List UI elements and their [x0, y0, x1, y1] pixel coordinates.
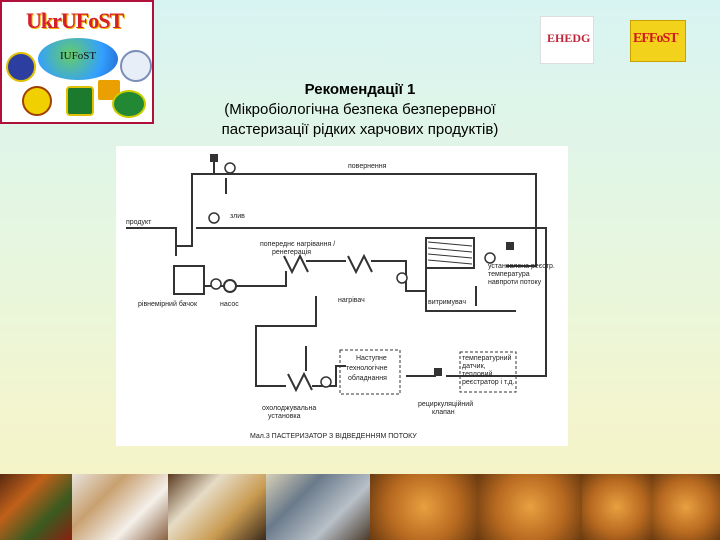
label-pump: насос	[220, 301, 239, 308]
pipework	[126, 160, 547, 387]
label-register: реєстратор і т.д.	[462, 378, 515, 386]
diagram-svg: повернення злив продукт попереднє нагрів…	[126, 154, 555, 440]
register-box	[459, 351, 517, 393]
label-temp: температура	[488, 271, 530, 278]
next-equipment-box	[339, 349, 401, 395]
label-register: датчик,	[462, 363, 486, 370]
label-register: температурний	[462, 354, 512, 362]
ehedg-logo-text: EHEDG	[547, 31, 591, 45]
label-recirc: клапан	[432, 409, 455, 416]
pasteurizer-diagram: повернення злив продукт попереднє нагрів…	[116, 146, 568, 446]
label-drain: злив	[230, 213, 245, 220]
effost-logo: EFFoST	[630, 20, 686, 62]
figure-caption: Мал.3 ПАСТЕРИЗАТОР З ВІДВЕДЕННЯМ ПОТОКУ	[250, 433, 417, 440]
food-photo	[652, 474, 720, 540]
label-next-equipment: технологічне	[346, 364, 388, 372]
food-photo	[478, 474, 582, 540]
holding-coil	[427, 241, 473, 265]
balance-tank	[173, 265, 205, 295]
holding-tube	[425, 237, 475, 269]
pump	[223, 279, 237, 293]
label-holder: витримувач	[428, 299, 466, 306]
label-register: тепловий	[462, 370, 492, 378]
emblem-icon	[22, 86, 52, 116]
regenerator-exchanger	[283, 253, 373, 275]
valve-icons	[210, 154, 514, 376]
globe-icon	[38, 38, 118, 80]
food-photo	[582, 474, 652, 540]
food-photo	[168, 474, 266, 540]
logo-subtitle: IUFoST	[60, 50, 97, 62]
title-line: (Мікробіологічна безпека безперервної	[224, 101, 496, 118]
cooler-exchanger	[287, 371, 313, 393]
food-photo	[266, 474, 370, 540]
label-heater: нагрівач	[338, 296, 365, 304]
ehedg-logo: EHEDG	[540, 16, 594, 64]
emblem-icon	[6, 52, 36, 82]
emblem-icon	[112, 90, 146, 118]
food-photo	[72, 474, 168, 540]
slide-title: Рекомендації 1 (Мікробіологічна безпека …	[160, 80, 560, 140]
label-temp: установлена реєстр.	[488, 263, 555, 270]
food-photo	[370, 474, 478, 540]
label-next-equipment: Наступне	[356, 355, 387, 362]
food-photo-strip	[0, 474, 720, 540]
emblem-icon	[120, 50, 152, 82]
label-temp: навпроти потоку	[488, 279, 542, 286]
label-cooler: охолоджувальна	[262, 405, 316, 412]
title-line: пастеризації рідких харчових продуктів)	[221, 121, 499, 138]
title-line: Рекомендації 1	[304, 81, 416, 98]
emblem-icon	[66, 86, 94, 116]
ukrufost-logo: UkrUFoST IUFoST	[0, 0, 154, 124]
food-photo	[0, 474, 72, 540]
gauge-icons	[208, 162, 496, 388]
label-return: повернення	[348, 163, 387, 170]
label-cooler: установка	[268, 413, 301, 420]
label-product: продукт	[126, 219, 152, 226]
label-recirc: рециркуляційний	[418, 400, 473, 408]
label-preheat: ренегерація	[272, 248, 311, 256]
label-next-equipment: обладнання	[348, 374, 387, 382]
logo-title: UkrUFoST	[26, 8, 124, 33]
label-preheat: попереднє нагрівання /	[260, 240, 335, 248]
effost-logo-text: EFFoST	[633, 31, 679, 46]
label-tank: рівнемірний бачок	[138, 300, 198, 308]
